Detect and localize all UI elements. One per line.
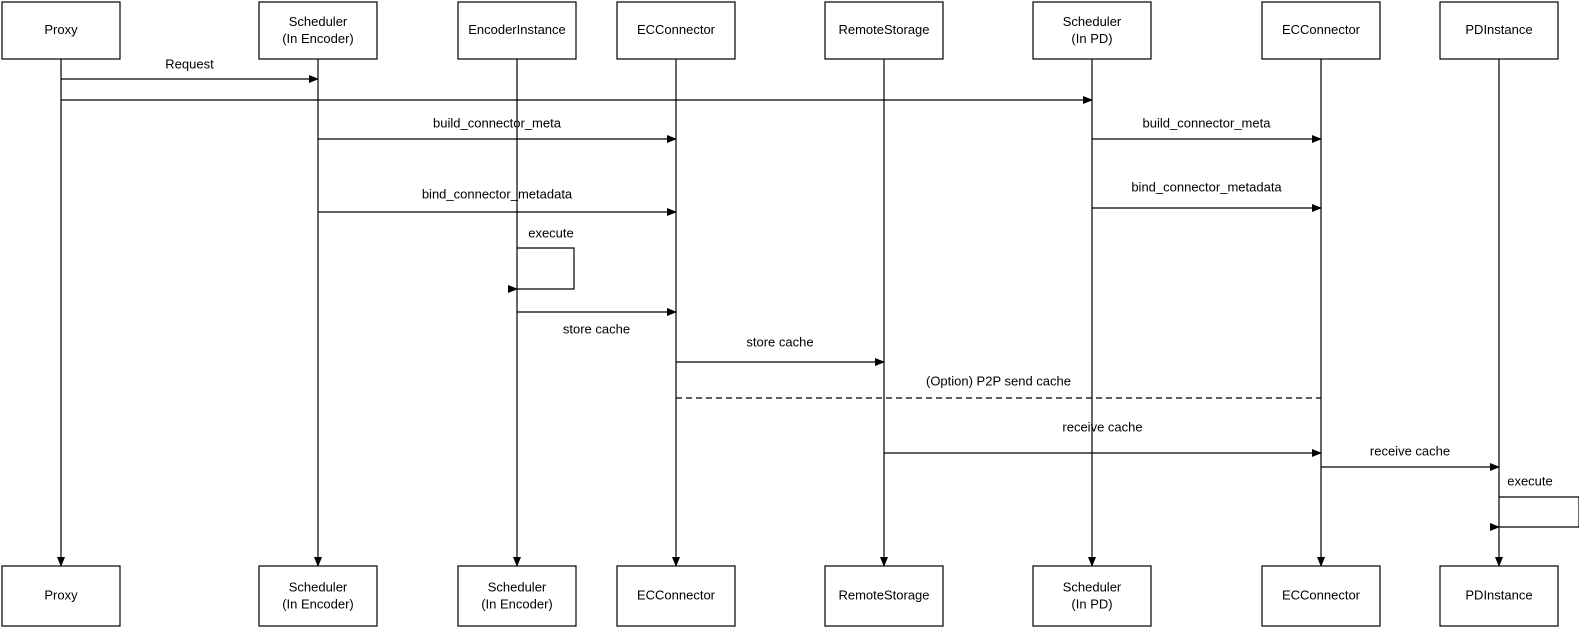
participant-sublabel-sched_pd: (In PD)	[1071, 596, 1112, 611]
participant-name-pd_instance: PDInstance	[1465, 587, 1532, 602]
message-m5[interactable]: bind_connector_metadata	[318, 186, 677, 216]
participant-bottom-box-ec_connector_pd[interactable]: ECConnector	[1261, 565, 1381, 627]
message-label-m11: receive cache	[1370, 443, 1450, 458]
message-label-m7: store cache	[563, 321, 630, 336]
participant-name-encoder_instance: Scheduler	[488, 579, 547, 594]
self-call-s2[interactable]: execute	[1490, 473, 1579, 531]
participant-bottom-box-ec_connector_enc[interactable]: ECConnector	[616, 565, 736, 627]
self-call-s1[interactable]: execute	[508, 225, 575, 293]
participant-name-sched_encoder: Scheduler	[289, 14, 348, 29]
message-label-m9: (Option) P2P send cache	[926, 373, 1071, 388]
message-label-m5: bind_connector_metadata	[422, 186, 573, 201]
participant-top-box-sched_encoder[interactable]: Scheduler (In Encoder)	[258, 1, 378, 60]
participant-name-ec_connector_enc: ECConnector	[637, 587, 716, 602]
participant-name-ec_connector_enc: ECConnector	[637, 22, 716, 37]
message-m10[interactable]: receive cache	[884, 419, 1322, 457]
participant-name-proxy: Proxy	[44, 22, 78, 37]
participant-top-box-encoder_instance[interactable]: EncoderInstance	[457, 1, 577, 60]
participant-bottom-box-proxy[interactable]: Proxy	[1, 565, 121, 627]
participant-top-box-ec_connector_enc[interactable]: ECConnector	[616, 1, 736, 60]
participant-bottom-box-encoder_instance[interactable]: Scheduler (In Encoder)	[457, 565, 577, 627]
participant-name-sched_encoder: Scheduler	[289, 579, 348, 594]
self-call-path-s2	[1490, 496, 1579, 531]
message-m9[interactable]: (Option) P2P send cache	[676, 373, 1321, 399]
participant-top-box-pd_instance[interactable]: PDInstance	[1439, 1, 1559, 60]
participant-top-box-remote_storage[interactable]: RemoteStorage	[824, 1, 944, 60]
participant-name-remote_storage: RemoteStorage	[838, 22, 929, 37]
lifelines-layer	[57, 59, 1503, 567]
participant-name-pd_instance: PDInstance	[1465, 22, 1532, 37]
message-label-m8: store cache	[746, 334, 813, 349]
participant-name-proxy: Proxy	[44, 587, 78, 602]
message-m4[interactable]: build_connector_meta	[1092, 115, 1322, 143]
participant-bottom-box-pd_instance[interactable]: PDInstance	[1439, 565, 1559, 627]
message-m3[interactable]: build_connector_meta	[318, 115, 677, 143]
participant-name-encoder_instance: EncoderInstance	[468, 22, 566, 37]
participant-name-sched_pd: Scheduler	[1063, 579, 1122, 594]
participant-sublabel-sched_pd: (In PD)	[1071, 31, 1112, 46]
participant-top-box-sched_pd[interactable]: Scheduler (In PD)	[1032, 1, 1152, 60]
participant-header-boxes: Proxy Scheduler (In Encoder) EncoderInstanc…	[1, 1, 1559, 60]
message-m7[interactable]: store cache	[517, 308, 677, 336]
participant-name-ec_connector_pd: ECConnector	[1282, 22, 1361, 37]
participant-name-sched_pd: Scheduler	[1063, 14, 1122, 29]
message-label-m3: build_connector_meta	[433, 115, 562, 130]
message-label-m4: build_connector_meta	[1143, 115, 1272, 130]
participant-top-box-ec_connector_pd[interactable]: ECConnector	[1261, 1, 1381, 60]
participant-sublabel-encoder_instance: (In Encoder)	[481, 596, 553, 611]
participant-bottom-box-remote_storage[interactable]: RemoteStorage	[824, 565, 944, 627]
self-call-label-s2: execute	[1507, 473, 1553, 488]
message-label-m1: Request	[165, 56, 214, 71]
participant-footer-boxes: Proxy Scheduler (In Encoder) Scheduler (In E…	[1, 565, 1559, 627]
participant-bottom-box-sched_pd[interactable]: Scheduler (In PD)	[1032, 565, 1152, 627]
self-call-label-s1: execute	[528, 225, 574, 240]
participant-name-remote_storage: RemoteStorage	[838, 587, 929, 602]
message-m1[interactable]: Request	[61, 56, 319, 83]
participant-top-box-proxy[interactable]: Proxy	[1, 1, 121, 60]
participant-sublabel-sched_encoder: (In Encoder)	[282, 596, 354, 611]
message-label-m6: bind_connector_metadata	[1131, 179, 1282, 194]
messages-layer: Request build_connector_meta build_connect…	[61, 56, 1500, 471]
participant-name-ec_connector_pd: ECConnector	[1282, 587, 1361, 602]
participant-bottom-box-sched_encoder[interactable]: Scheduler (In Encoder)	[258, 565, 378, 627]
message-m11[interactable]: receive cache	[1321, 443, 1500, 471]
self-call-path-s1	[508, 247, 575, 293]
message-label-m10: receive cache	[1062, 419, 1142, 434]
selfcalls-layer: execute execute	[508, 225, 1579, 531]
message-m8[interactable]: store cache	[676, 334, 885, 366]
participant-sublabel-sched_encoder: (In Encoder)	[282, 31, 354, 46]
message-m6[interactable]: bind_connector_metadata	[1092, 179, 1322, 212]
